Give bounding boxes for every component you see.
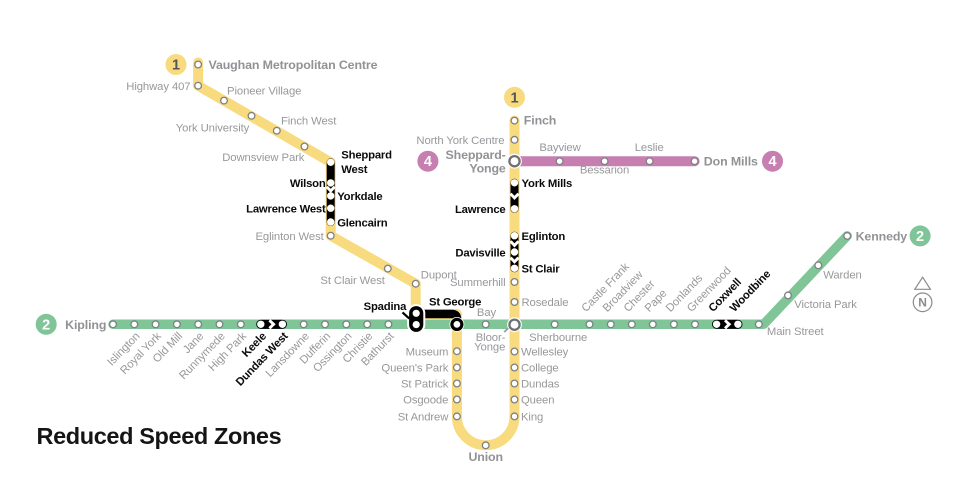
svg-text:Osgoode: Osgoode [403,395,448,407]
svg-text:York Mills: York Mills [522,178,573,190]
svg-text:4: 4 [768,154,776,170]
svg-text:York University: York University [176,122,250,134]
svg-text:Union: Union [468,450,503,464]
svg-text:Main Street: Main Street [767,326,825,338]
svg-text:Sheppard: Sheppard [341,150,392,162]
svg-text:St Clair West: St Clair West [320,275,385,287]
svg-text:St Andrew: St Andrew [398,412,450,424]
svg-text:1: 1 [510,90,518,106]
svg-text:Finch: Finch [524,114,556,128]
svg-text:4: 4 [424,154,432,170]
svg-text:Dundas: Dundas [521,379,560,391]
svg-text:Leslie: Leslie [635,142,664,154]
svg-text:Wellesley: Wellesley [521,347,569,359]
svg-text:Warden: Warden [823,269,862,281]
svg-text:Dupont: Dupont [421,270,458,282]
svg-text:Sherbourne: Sherbourne [529,332,587,344]
svg-text:Glencairn: Glencairn [337,217,388,229]
svg-text:Wilson: Wilson [290,178,326,190]
svg-text:Yorkdale: Yorkdale [337,191,382,203]
svg-text:Museum: Museum [406,346,449,358]
svg-text:N: N [918,296,927,310]
svg-text:West: West [341,164,367,176]
svg-text:St Clair: St Clair [522,264,561,276]
svg-text:St George: St George [429,297,481,309]
svg-text:Vaughan Metropolitan Centre: Vaughan Metropolitan Centre [209,58,378,72]
svg-text:1: 1 [172,58,180,74]
svg-text:Bloor-: Bloor- [476,332,506,344]
svg-text:2: 2 [42,317,50,333]
svg-text:Sheppard-: Sheppard- [445,148,505,162]
svg-text:2: 2 [916,229,924,245]
svg-text:Lawrence West: Lawrence West [246,203,326,215]
svg-text:Pioneer Village: Pioneer Village [227,85,301,97]
svg-text:Yonge: Yonge [474,342,505,354]
svg-text:Bessarion: Bessarion [580,165,629,177]
svg-text:Downsview Park: Downsview Park [222,152,305,164]
svg-text:Spadina: Spadina [364,301,407,313]
svg-text:North York Centre: North York Centre [416,135,504,147]
svg-text:Kipling: Kipling [65,318,106,332]
svg-text:Reduced Speed Zones: Reduced Speed Zones [37,423,282,449]
svg-text:Victoria Park: Victoria Park [794,299,857,311]
svg-text:Summerhill: Summerhill [450,277,506,289]
svg-text:Queen: Queen [521,395,554,407]
svg-text:Highway 407: Highway 407 [126,81,190,93]
svg-text:Bayview: Bayview [539,142,581,154]
svg-text:Finch West: Finch West [281,116,337,128]
svg-text:Eglinton: Eglinton [522,231,566,243]
svg-text:Don Mills: Don Mills [704,154,758,168]
svg-text:Lawrence: Lawrence [455,204,506,216]
svg-text:Queen's Park: Queen's Park [381,363,448,375]
svg-text:Bay: Bay [477,307,497,319]
svg-text:King: King [521,412,543,424]
svg-text:College: College [521,363,559,375]
svg-text:Eglinton West: Eglinton West [255,231,324,243]
svg-text:Kennedy: Kennedy [856,229,908,243]
svg-text:Yonge: Yonge [469,162,506,176]
svg-text:St Patrick: St Patrick [401,379,449,391]
svg-text:Davisville: Davisville [455,247,505,259]
svg-text:Rosedale: Rosedale [522,297,569,309]
